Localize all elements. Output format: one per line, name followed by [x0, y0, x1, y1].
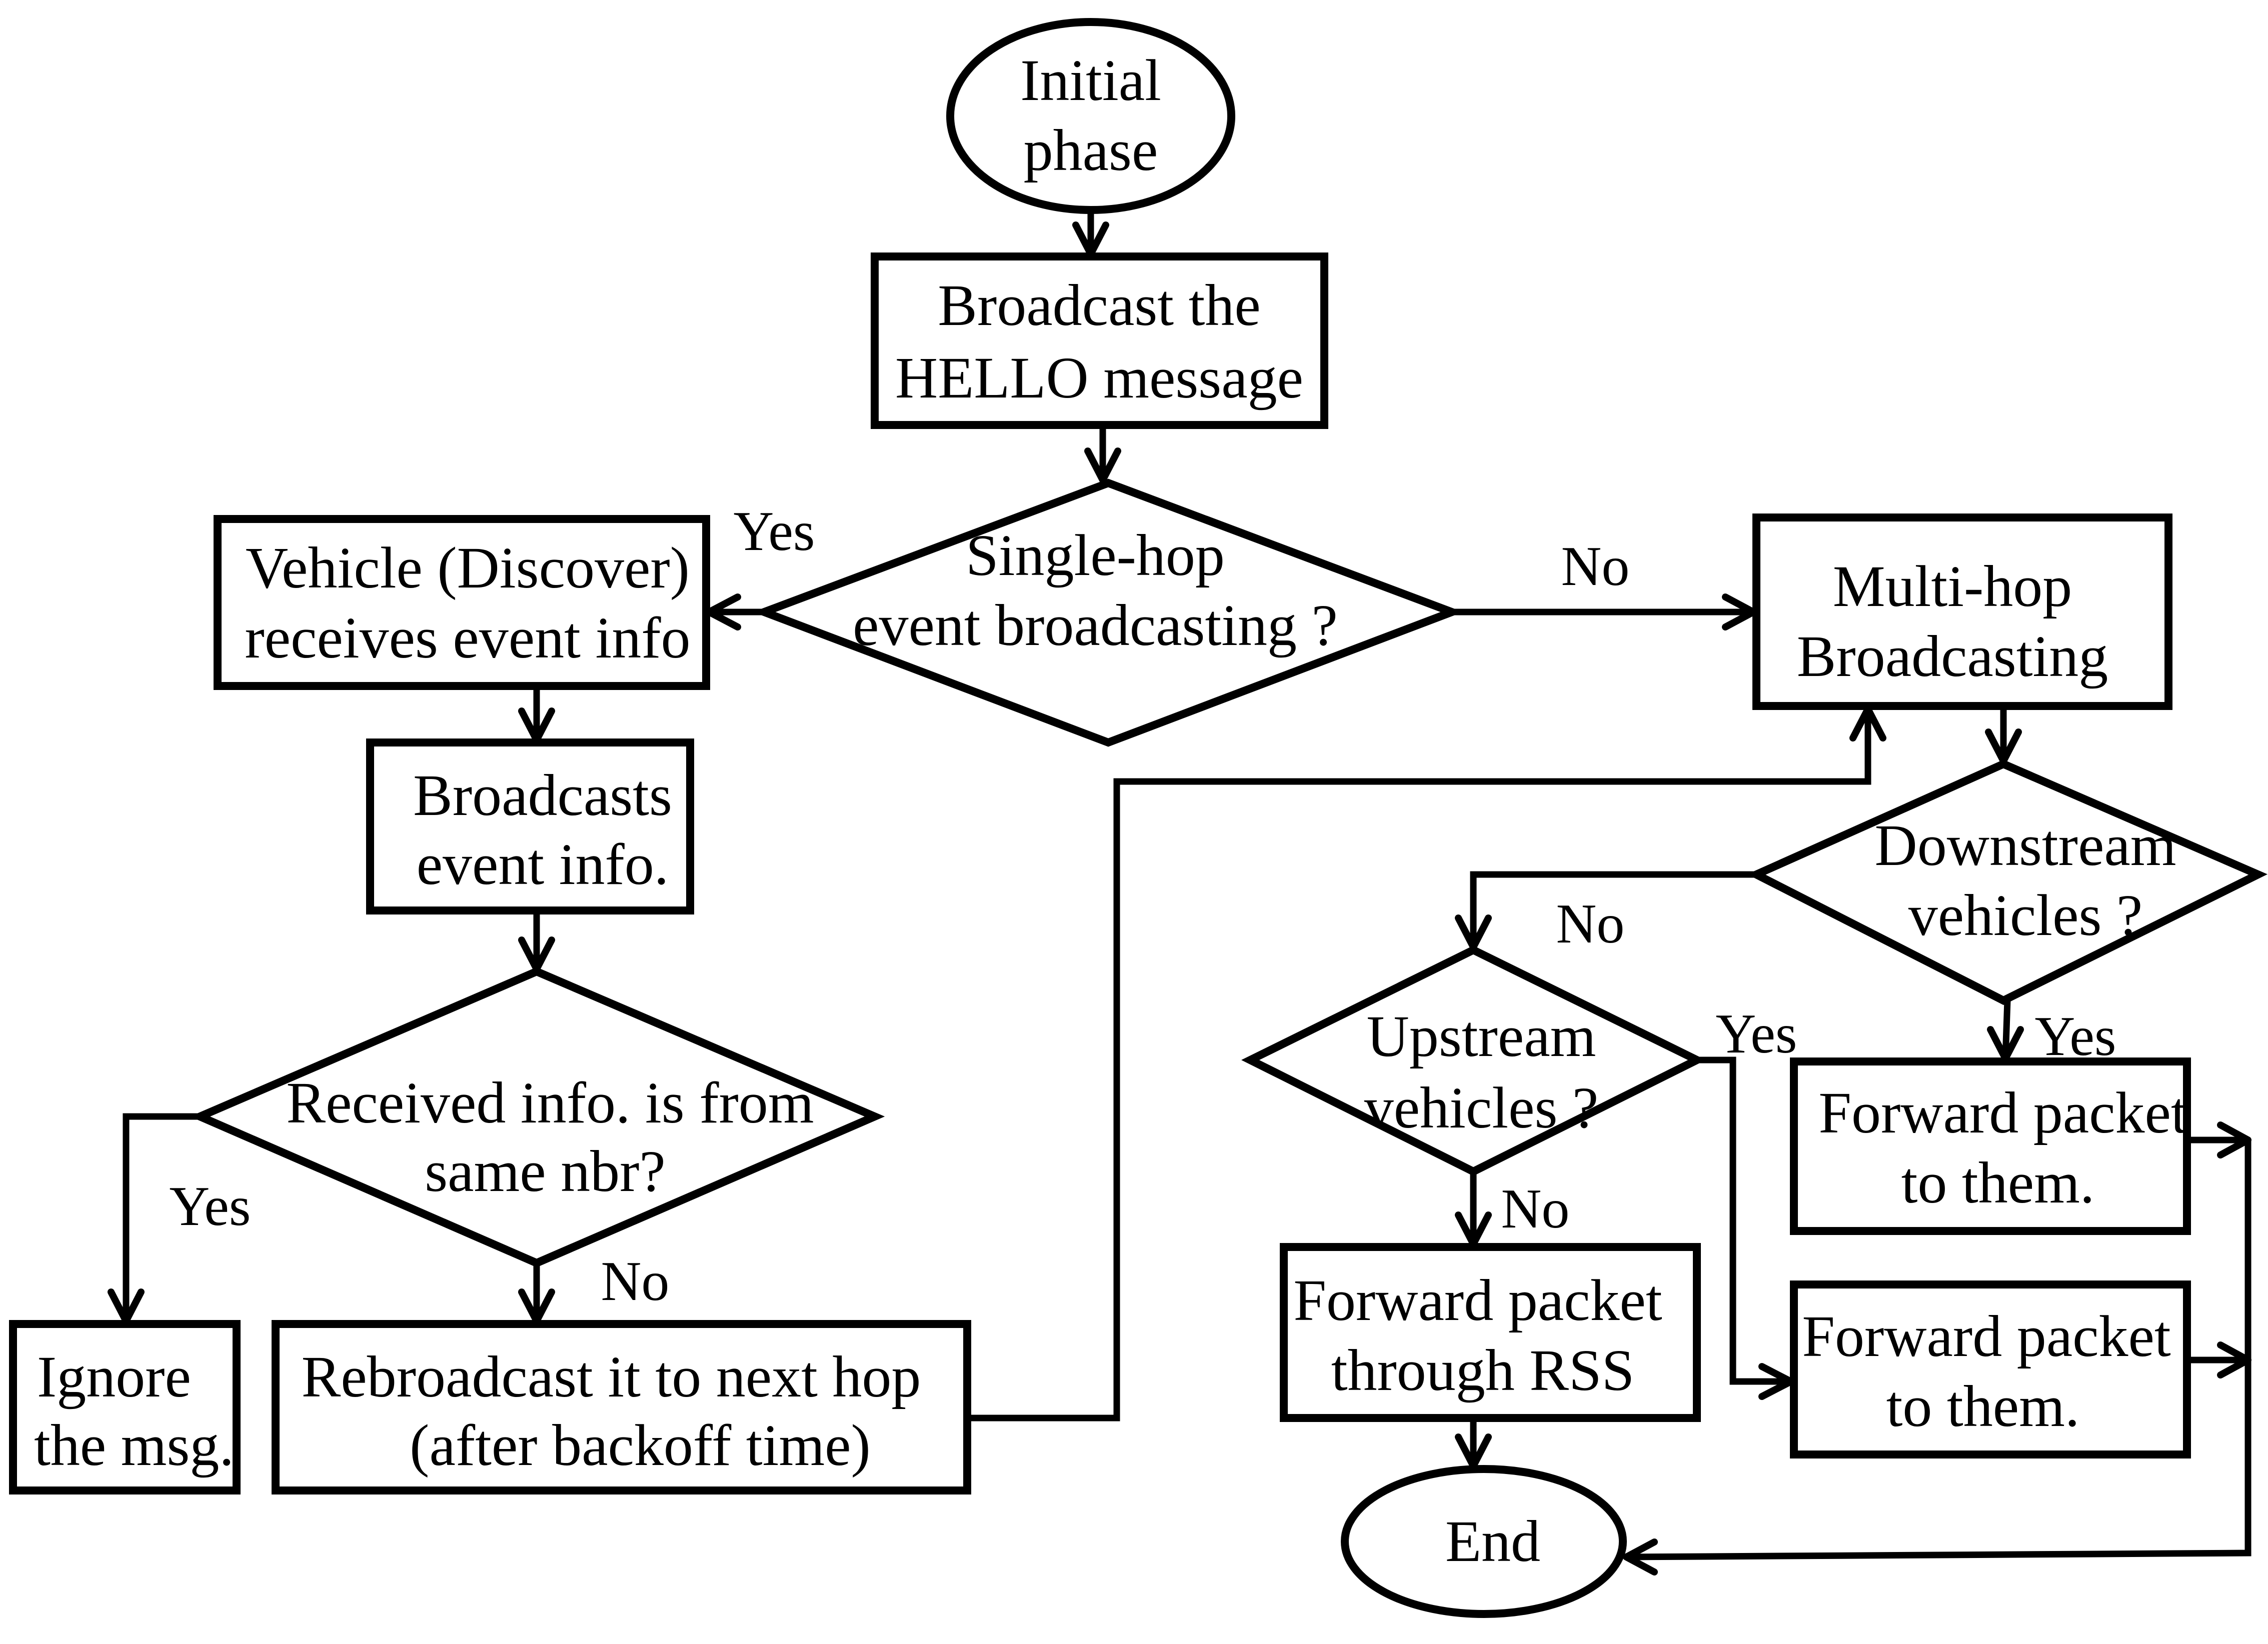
node-multi-hop[interactable]: Multi-hop Broadcasting: [1752, 514, 2172, 710]
node-forward-rss-line-1: Forward packet: [1293, 1268, 1662, 1333]
edge-downstream-upstream: [1470, 871, 1770, 947]
label-upstream-no: No: [1501, 1178, 1570, 1240]
node-same-nbr-line-2: same nbr?: [425, 1138, 666, 1204]
node-broadcasts[interactable]: Broadcasts event info.: [366, 738, 694, 914]
node-downstream[interactable]: Downstream vehicles ?: [1747, 760, 2267, 1005]
node-hello-line-1: Broadcast the: [938, 272, 1261, 338]
arrowhead-icon: [1623, 1538, 1658, 1576]
node-broadcasts-line-2: event info.: [417, 832, 669, 897]
node-forward-up[interactable]: Forward packet to them.: [1790, 1280, 2191, 1458]
node-broadcasts-line-1: Broadcasts: [413, 762, 672, 828]
node-single-hop-line-1: Single-hop: [966, 522, 1225, 588]
node-start-line-2: phase: [1024, 118, 1158, 183]
node-single-hop[interactable]: Single-hop event broadcasting ?: [753, 478, 1463, 747]
node-start[interactable]: Initial phase: [946, 18, 1235, 214]
node-vehicle[interactable]: Vehicle (Discover) receives event info: [214, 515, 710, 690]
node-single-hop-line-2: event broadcasting ?: [853, 592, 1338, 658]
edge-rebroadcast-multihop: [967, 709, 1871, 1422]
node-ignore-line-2: the msg.: [34, 1412, 234, 1478]
node-upstream-line-1: Upstream: [1367, 1004, 1596, 1069]
edge-samenbr-ignore: [123, 1113, 200, 1321]
arrowhead-icon: [1084, 448, 1121, 484]
node-end[interactable]: End: [1341, 1465, 1627, 1618]
node-same-nbr-line-1: Received info. is from: [286, 1070, 814, 1136]
node-forward-down-line-2: to them.: [1901, 1150, 2095, 1216]
node-end-line-1: End: [1445, 1508, 1540, 1574]
edge-downstream-forwarddown: [2002, 1000, 2011, 1059]
node-hello[interactable]: Broadcast the HELLO message: [871, 252, 1328, 429]
label-downstream-yes: Yes: [2035, 1006, 2116, 1068]
label-single-hop-yes: Yes: [734, 500, 815, 562]
node-forward-up-line-2: to them.: [1886, 1374, 2080, 1439]
label-single-hop-no: No: [1561, 536, 1630, 598]
node-forward-rss[interactable]: Forward packet through RSS: [1280, 1243, 1701, 1422]
edge-upstream-forwardup: [1697, 1056, 1791, 1385]
edge-labels: Yes No Yes No No Yes Yes No: [170, 500, 2116, 1312]
connectors: [108, 210, 2251, 1576]
node-rebroadcast-line-1: Rebroadcast it to next hop: [302, 1344, 921, 1410]
node-upstream-line-2: vehicles ?: [1364, 1075, 1599, 1140]
node-forward-up-line-1: Forward packet: [1802, 1304, 2170, 1369]
node-hello-line-2: HELLO message: [895, 345, 1303, 410]
node-downstream-line-2: vehicles ?: [1908, 882, 2143, 948]
label-upstream-yes: Yes: [1716, 1003, 1797, 1065]
edge-collector-end: [1626, 1140, 2251, 1560]
node-forward-down-line-1: Forward packet: [1818, 1080, 2187, 1146]
node-forward-rss-line-2: through RSS: [1331, 1338, 1635, 1403]
node-downstream-line-1: Downstream: [1875, 812, 2176, 878]
node-ignore[interactable]: Ignore the msg.: [9, 1320, 241, 1494]
node-rebroadcast[interactable]: Rebroadcast it to next hop (after backof…: [272, 1320, 971, 1494]
node-vehicle-line-2: receives event info: [245, 605, 690, 670]
node-same-nbr[interactable]: Received info. is from same nbr?: [190, 967, 885, 1268]
label-downstream-no: No: [1556, 893, 1625, 955]
node-ignore-line-1: Ignore: [37, 1344, 191, 1410]
label-same-nbr-no: No: [601, 1250, 670, 1312]
node-rebroadcast-line-2: (after backoff time): [410, 1412, 871, 1478]
node-multi-hop-line-1: Multi-hop: [1833, 554, 2072, 619]
node-multi-hop-line-2: Broadcasting: [1797, 624, 2108, 689]
node-vehicle-line-1: Vehicle (Discover): [246, 535, 690, 600]
label-same-nbr-yes: Yes: [170, 1176, 251, 1238]
node-forward-down[interactable]: Forward packet to them.: [1790, 1058, 2191, 1235]
node-start-line-1: Initial: [1020, 48, 1161, 113]
node-upstream[interactable]: Upstream vehicles ?: [1241, 946, 1706, 1176]
